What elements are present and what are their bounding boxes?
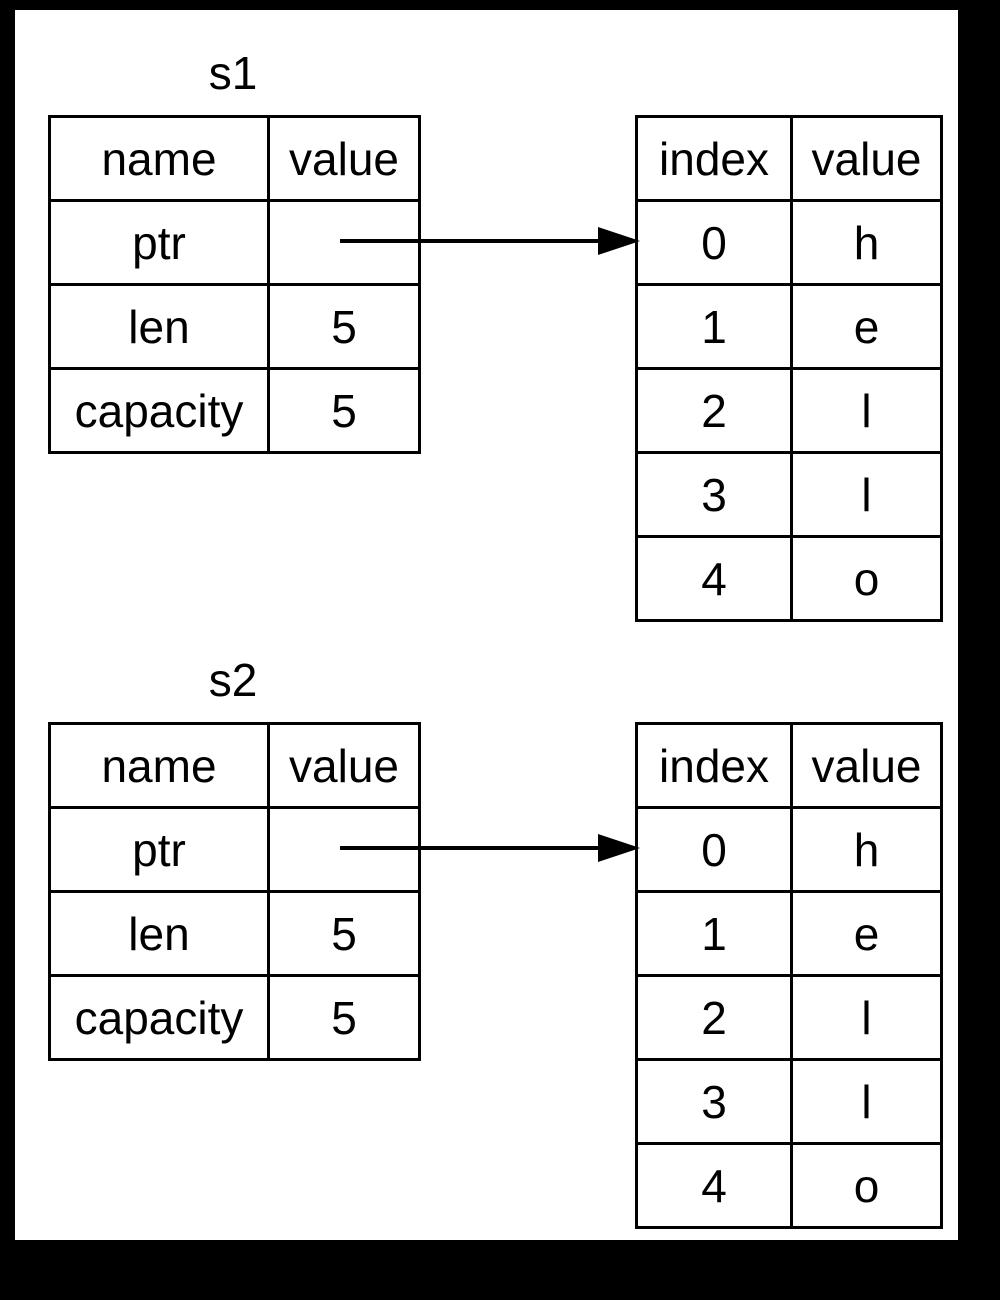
heap-value-4: o: [790, 1142, 943, 1229]
pointer-arrow-s2: [340, 834, 640, 862]
field-value-capacity: 5: [267, 367, 421, 454]
table-row: 3 l: [635, 451, 943, 538]
heap-value-2: l: [790, 367, 943, 454]
heap-index-4: 4: [635, 535, 793, 622]
field-value-capacity: 5: [267, 974, 421, 1061]
heap-header-index: index: [635, 722, 793, 809]
field-name-capacity: capacity: [48, 974, 270, 1061]
heap-index-2: 2: [635, 367, 793, 454]
stack-table-s1: name value ptr len 5 capacity 5: [48, 115, 421, 454]
heap-value-3: l: [790, 1058, 943, 1145]
heap-value-3: l: [790, 451, 943, 538]
table-row: 4 o: [635, 1142, 943, 1229]
table-row: len 5: [48, 890, 421, 977]
field-name-ptr: ptr: [48, 199, 270, 286]
heap-header-index: index: [635, 115, 793, 202]
stack-header-value: value: [267, 722, 421, 809]
stack-header-value: value: [267, 115, 421, 202]
struct-label-s1: s1: [208, 47, 258, 99]
table-row: 2 l: [635, 974, 943, 1061]
struct-label-s2: s2: [208, 654, 258, 706]
table-row: 1 e: [635, 283, 943, 370]
table-row: len 5: [48, 283, 421, 370]
heap-index-4: 4: [635, 1142, 793, 1229]
table-row: 3 l: [635, 1058, 943, 1145]
field-value-len: 5: [267, 283, 421, 370]
field-name-len: len: [48, 283, 270, 370]
heap-index-1: 1: [635, 890, 793, 977]
heap-index-3: 3: [635, 451, 793, 538]
table-row: capacity 5: [48, 367, 421, 454]
heap-value-4: o: [790, 535, 943, 622]
table-row: 4 o: [635, 535, 943, 622]
heap-value-0: h: [790, 199, 943, 286]
heap-table-s1: index value 0 h 1 e 2 l 3 l 4 o: [635, 115, 943, 622]
stack-table-s2: name value ptr len 5 capacity 5: [48, 722, 421, 1061]
field-name-len: len: [48, 890, 270, 977]
table-row: 0 h: [635, 806, 943, 893]
field-name-capacity: capacity: [48, 367, 270, 454]
table-row: 2 l: [635, 367, 943, 454]
table-row: capacity 5: [48, 974, 421, 1061]
heap-index-3: 3: [635, 1058, 793, 1145]
table-row: index value: [635, 115, 943, 202]
heap-index-0: 0: [635, 199, 793, 286]
table-row: index value: [635, 722, 943, 809]
heap-value-1: e: [790, 890, 943, 977]
heap-value-2: l: [790, 974, 943, 1061]
table-row: name value: [48, 115, 421, 202]
table-row: 0 h: [635, 199, 943, 286]
heap-index-2: 2: [635, 974, 793, 1061]
heap-value-1: e: [790, 283, 943, 370]
field-value-len: 5: [267, 890, 421, 977]
heap-value-0: h: [790, 806, 943, 893]
diagram-canvas: s1 name value ptr len 5 capacity 5: [15, 10, 958, 1240]
heap-table-s2: index value 0 h 1 e 2 l 3 l 4 o: [635, 722, 943, 1229]
pointer-arrow-s1: [340, 227, 640, 255]
table-row: 1 e: [635, 890, 943, 977]
table-row: name value: [48, 722, 421, 809]
stack-header-name: name: [48, 115, 270, 202]
heap-index-0: 0: [635, 806, 793, 893]
heap-header-value: value: [790, 722, 943, 809]
stack-header-name: name: [48, 722, 270, 809]
heap-header-value: value: [790, 115, 943, 202]
field-name-ptr: ptr: [48, 806, 270, 893]
heap-index-1: 1: [635, 283, 793, 370]
